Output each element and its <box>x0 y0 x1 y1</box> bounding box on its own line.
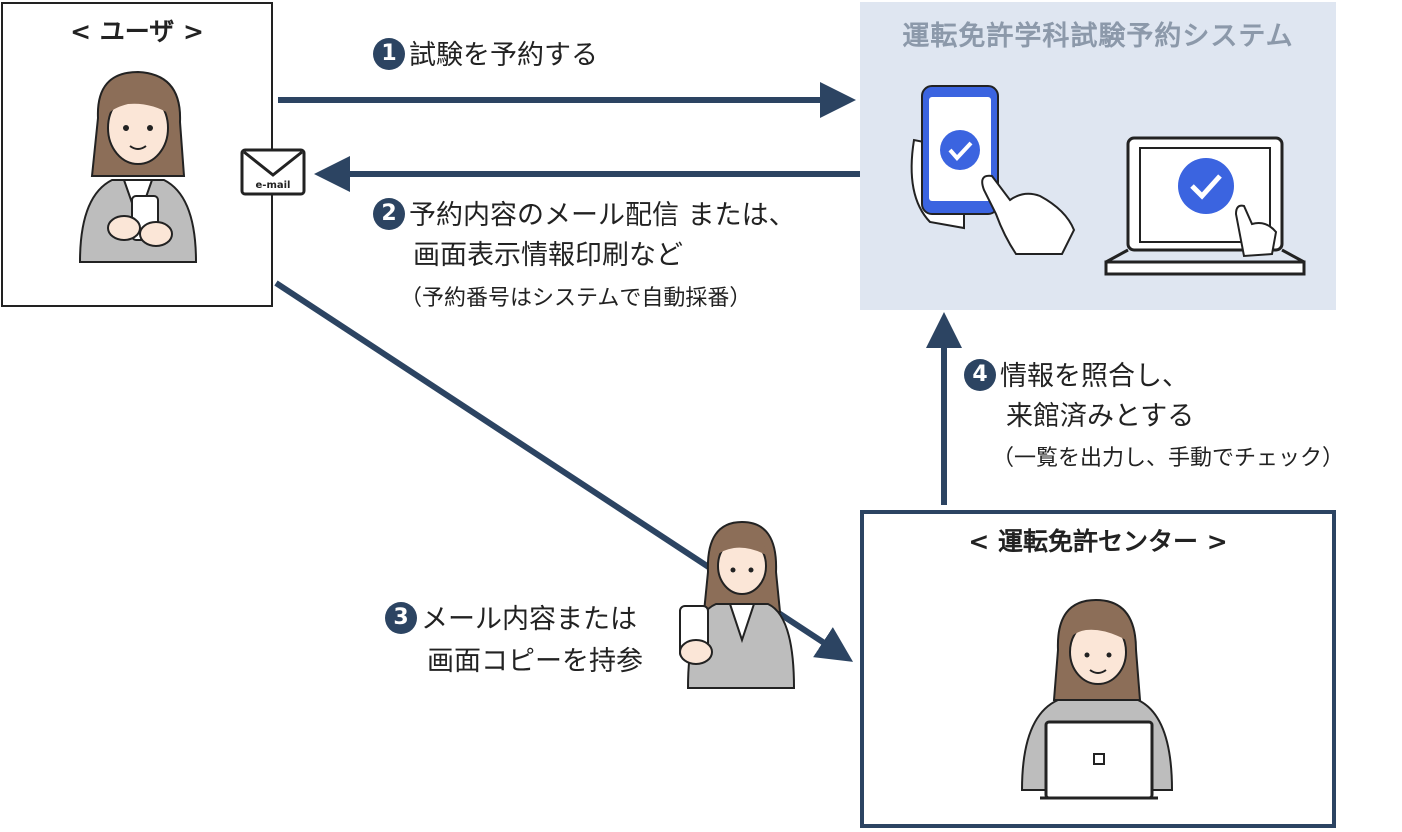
step-4-note: （一覧を出力し、手動でチェック） <box>992 446 1345 471</box>
step-2-line-2: 画面表示情報印刷など <box>413 240 683 271</box>
email-icon-label: e-mail <box>255 180 291 191</box>
step-1-text: 試験を予約する <box>409 40 598 71</box>
user-person-icon <box>78 70 198 263</box>
step-3-badge: 3 <box>385 601 417 634</box>
step-4-line-2: 来館済みとする <box>1006 401 1195 432</box>
system-box-title: 運転免許学科試験予約システム <box>902 21 1294 52</box>
step-4-line-1: 情報を照合し、 <box>1000 361 1189 392</box>
step-4-badge: 4 <box>964 358 996 391</box>
laptop-check-icon <box>1104 136 1306 276</box>
email-icon <box>240 148 306 196</box>
staff-person-icon <box>1020 598 1174 800</box>
step-3-line-1: メール内容または <box>421 604 637 635</box>
step-1-badge: 1 <box>373 37 405 70</box>
step-2-badge: 2 <box>373 197 405 230</box>
phone-check-icon <box>910 85 1076 255</box>
center-box-title: < 運転免許センター > <box>968 527 1228 556</box>
visitor-person-icon <box>679 520 796 689</box>
user-box-title: < ユーザ > <box>70 17 204 46</box>
step-2-line-1: 予約内容のメール配信 または、 <box>409 200 796 231</box>
step-2-note: （予約番号はシステムで自動採番） <box>400 286 752 311</box>
step-3-line-2: 画面コピーを持参 <box>427 646 643 677</box>
